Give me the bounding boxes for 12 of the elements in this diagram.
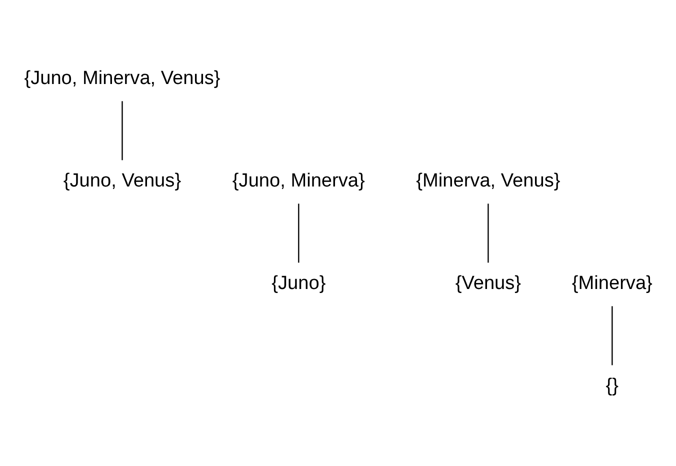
node-text: {Juno, Minerva} (232, 170, 365, 192)
node-text: {Minerva} (572, 272, 652, 294)
node-text: {Juno, Minerva, Venus} (24, 68, 220, 89)
node-text: {} (606, 375, 619, 396)
node-text: {Juno, Venus} (63, 170, 182, 192)
connector (488, 204, 489, 263)
connector (122, 101, 123, 160)
node-text: {Minerva, Venus} (416, 170, 560, 192)
connector (612, 306, 613, 366)
connector (298, 204, 300, 263)
node-text: {Juno} (272, 272, 326, 294)
node-text: {Venus} (455, 272, 522, 294)
